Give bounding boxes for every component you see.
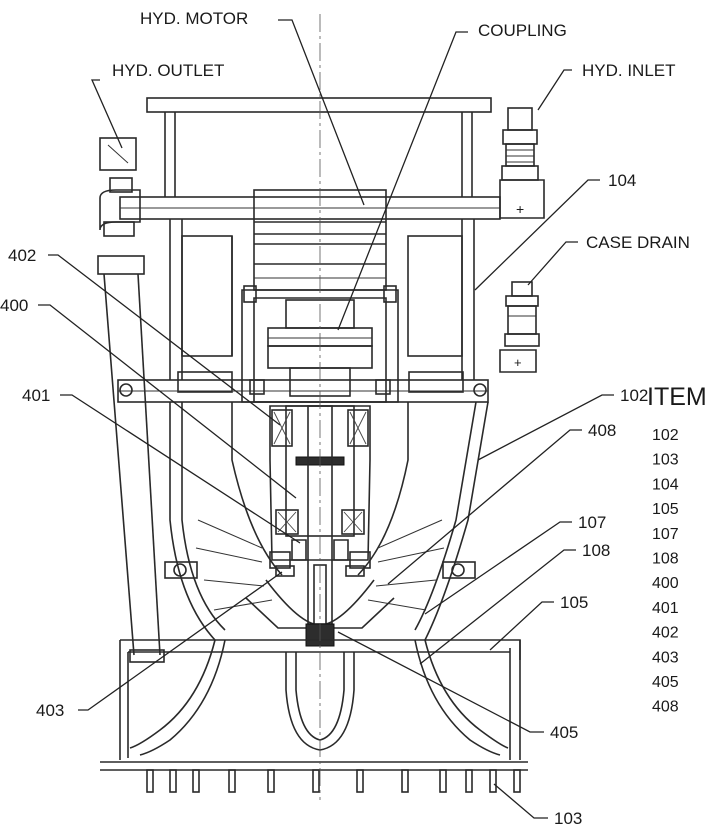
label-104: 104 (608, 171, 636, 190)
item-number: 408 (652, 699, 679, 716)
label-400: 400 (0, 296, 28, 315)
item-list-rows: 102 103 104 105 107 108 400 401 402 403 405 408 (652, 427, 679, 716)
item-number: 108 (652, 551, 679, 568)
drain-plus-mark: + (514, 355, 522, 370)
label-401: 401 (22, 386, 50, 405)
top-stand (119, 97, 501, 220)
label-hyd-inlet: HYD. INLET (582, 61, 676, 80)
callout-labels: HYD. MOTOR COUPLING HYD. OUTLET HYD. INL… (0, 9, 690, 828)
label-403: 403 (36, 701, 64, 720)
item-number: 103 (652, 452, 679, 469)
label-hyd-motor: HYD. MOTOR (140, 9, 248, 28)
hyd-outlet-piping (97, 137, 165, 663)
item-number: 403 (652, 649, 679, 666)
side-bolts (119, 383, 487, 579)
label-102: 102 (620, 386, 648, 405)
item-number: 402 (652, 625, 679, 642)
lower-bearing (275, 509, 365, 535)
motor-mount-bracket (241, 285, 399, 403)
label-408: 408 (588, 421, 616, 440)
item-number: 405 (652, 674, 679, 691)
pump-bowl (169, 401, 489, 641)
item-number: 104 (652, 476, 679, 493)
inlet-plus-mark: + (516, 201, 524, 217)
item-number: 400 (652, 575, 679, 592)
label-coupling: COUPLING (478, 21, 567, 40)
label-103: 103 (554, 809, 582, 828)
label-108: 108 (582, 541, 610, 560)
suction-bell (100, 639, 528, 771)
label-405: 405 (550, 723, 578, 742)
item-number: 102 (652, 427, 679, 444)
item-number: 401 (652, 600, 679, 617)
upper-bearing (271, 409, 369, 447)
label-hyd-outlet: HYD. OUTLET (112, 61, 224, 80)
hyd-inlet-fitting: + (499, 107, 545, 219)
item-list: ITEM 102 103 104 105 107 108 400 401 402 403 405 40… (647, 383, 707, 716)
strainer-legs (146, 769, 521, 793)
label-107: 107 (578, 513, 606, 532)
label-402: 402 (8, 246, 36, 265)
item-list-header: ITEM (647, 383, 707, 411)
label-105: 105 (560, 593, 588, 612)
item-number: 105 (652, 501, 679, 518)
label-case-drain: CASE DRAIN (586, 233, 690, 252)
case-drain-fitting: + (499, 281, 540, 373)
leader-lines (38, 19, 614, 819)
item-number: 107 (652, 526, 679, 543)
upper-housing (117, 219, 489, 403)
